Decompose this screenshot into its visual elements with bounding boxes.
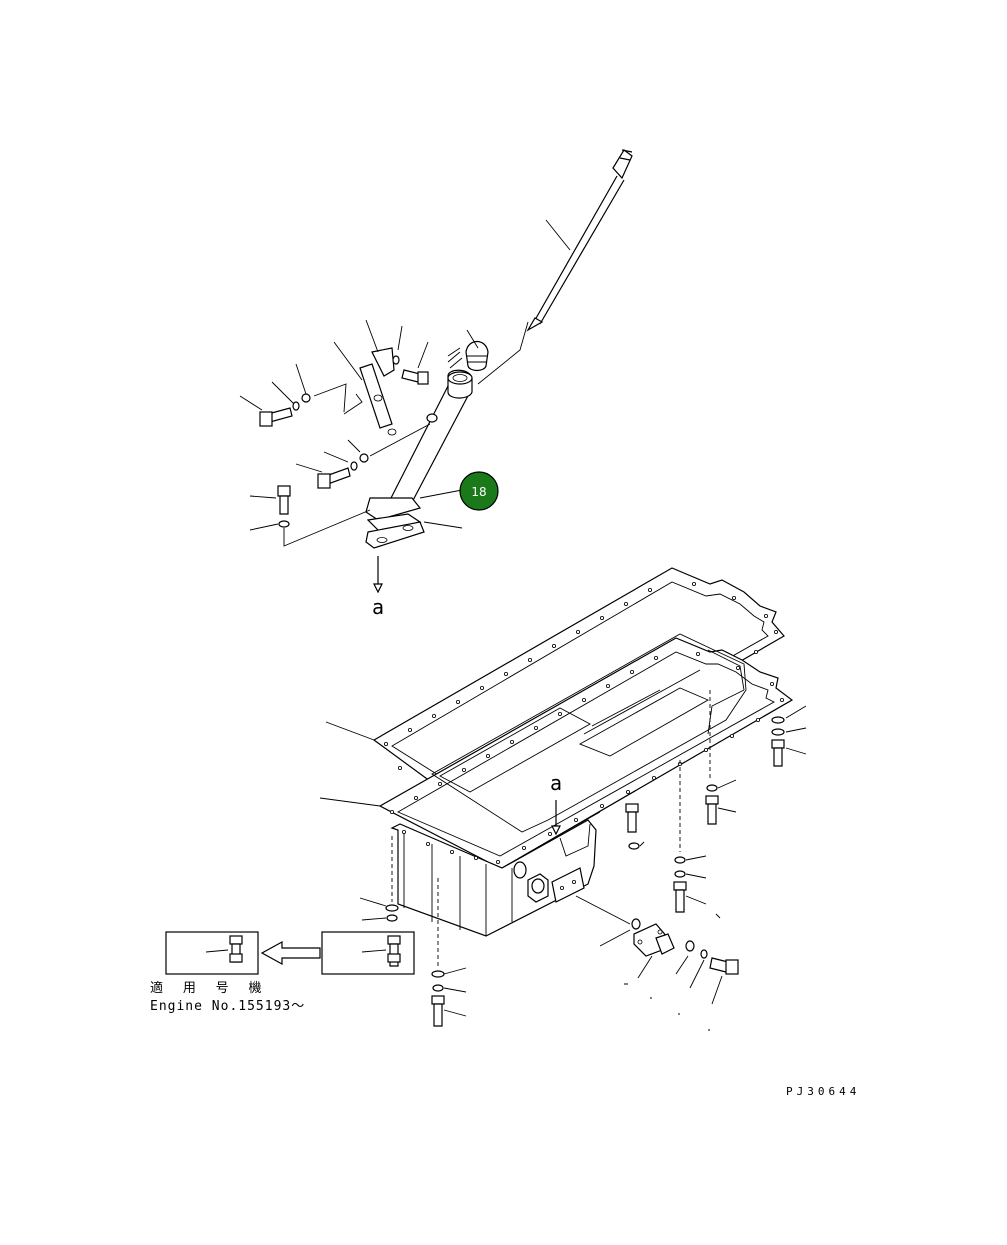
fasteners <box>359 705 807 1031</box>
callout-badge[interactable]: 18 <box>419 471 499 511</box>
engine-range: Engine No.155193～ <box>150 999 305 1014</box>
dipstick-assembly: a <box>239 149 633 619</box>
callout-number[interactable]: 18 <box>471 485 486 499</box>
old-bolt-box <box>321 931 415 975</box>
view-label-pan: a <box>550 771 562 795</box>
applicability-detail: 適 用 号 機 Engine No.155193～ <box>150 931 415 1014</box>
oil-pan: a <box>319 633 794 968</box>
callout-circle-icon[interactable] <box>459 471 499 511</box>
arrow-left-icon <box>260 940 321 966</box>
view-label-top: a <box>372 595 384 619</box>
pan-holes <box>389 652 785 865</box>
new-bolt-box <box>165 931 259 975</box>
applicability-heading: 適 用 号 機 <box>150 980 267 996</box>
drawing-code: PJ30644 <box>786 1085 860 1098</box>
